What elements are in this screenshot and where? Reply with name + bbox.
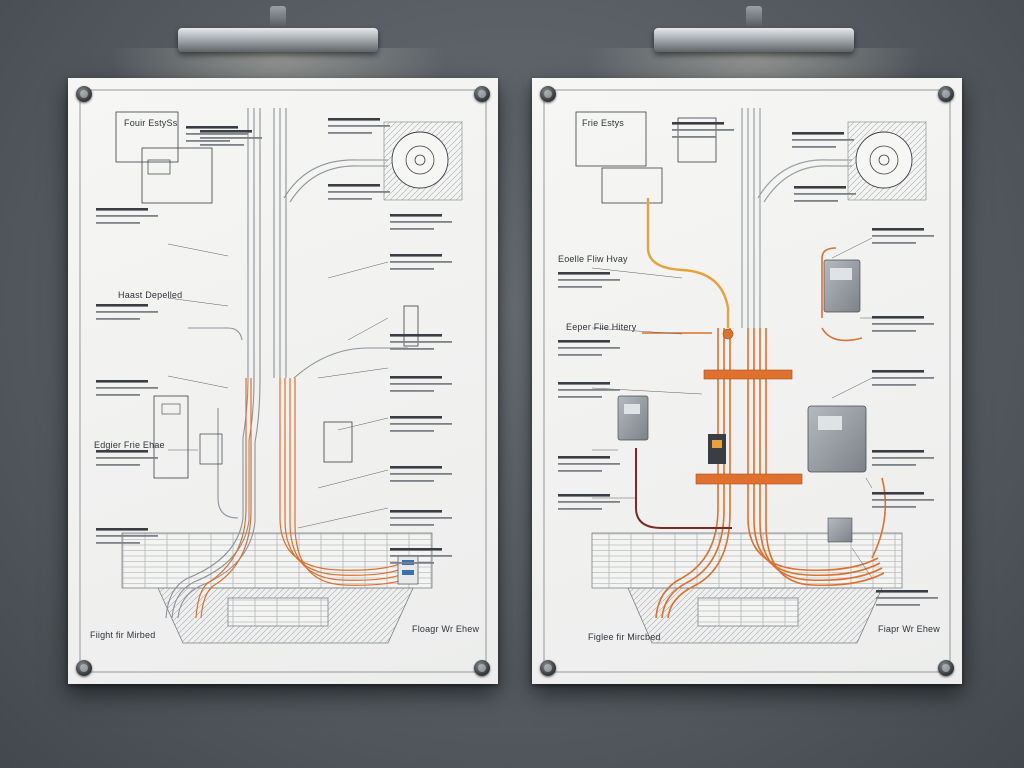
- diagram-label: Edgier Frie Ehae: [94, 440, 165, 450]
- screw: [938, 86, 954, 102]
- illegible-annotation: [672, 122, 734, 138]
- illegible-annotation: [872, 228, 934, 244]
- illegible-annotation: [872, 316, 934, 332]
- illegible-annotation: [390, 510, 452, 526]
- illegible-annotation: [96, 380, 158, 396]
- title-box-label: Fouir EstySs: [124, 118, 178, 128]
- diagram-label: Fiapr Wr Ehew: [878, 624, 940, 634]
- illegible-annotation: [794, 186, 856, 202]
- screw: [938, 660, 954, 676]
- blueprint-panel-realistic: Frie Estys Figlee fir Mircbed Fiapr Wr E…: [532, 78, 962, 684]
- illegible-annotation: [390, 214, 452, 230]
- illegible-annotation: [96, 528, 158, 544]
- blueprint-panel-line-drawing: Fouir EstySs Fiight fir Mirbed Haast Dep…: [68, 78, 498, 684]
- picture-lamp-right: [654, 6, 854, 56]
- illegible-annotation: [792, 132, 854, 148]
- illegible-annotation: [328, 118, 390, 134]
- screw: [540, 86, 556, 102]
- illegible-annotation: [96, 304, 158, 320]
- screw: [76, 86, 92, 102]
- illegible-annotation: [96, 450, 158, 466]
- illegible-annotation: [390, 334, 452, 350]
- illegible-annotation: [558, 494, 620, 510]
- illegible-annotation: [186, 126, 248, 142]
- title-box-label: Frie Estys: [582, 118, 625, 128]
- illegible-annotation: [558, 272, 620, 288]
- illegible-annotation: [558, 340, 620, 356]
- illegible-annotation: [328, 184, 390, 200]
- illegible-annotation: [390, 376, 452, 392]
- screw: [76, 660, 92, 676]
- picture-lamp-left: [178, 6, 378, 56]
- screw: [474, 660, 490, 676]
- screw: [540, 660, 556, 676]
- illegible-annotation: [390, 548, 452, 564]
- wiring-diagram-rendered: [543, 89, 951, 673]
- diagram-label: Eoelle Fliw Hvay: [558, 254, 628, 264]
- diagram-label: Floagr Wr Ehew: [412, 624, 480, 634]
- illegible-annotation: [558, 382, 620, 398]
- illegible-annotation: [390, 416, 452, 432]
- illegible-annotation: [872, 370, 934, 386]
- illegible-annotation: [872, 450, 934, 466]
- illegible-annotation: [200, 130, 262, 146]
- diagram-label: Fiight fir Mirbed: [90, 630, 156, 640]
- illegible-annotation: [390, 466, 452, 482]
- illegible-annotation: [872, 492, 934, 508]
- wiring-diagram-line-art: [79, 89, 487, 673]
- diagram-label: Eeper Fiie Hitery: [566, 322, 637, 332]
- illegible-annotation: [390, 254, 452, 270]
- screw: [474, 86, 490, 102]
- diagram-label: Haast Depelled: [118, 290, 183, 300]
- illegible-annotation: [876, 590, 938, 606]
- illegible-annotation: [96, 208, 158, 224]
- diagram-label: Figlee fir Mircbed: [588, 632, 661, 642]
- illegible-annotation: [558, 456, 620, 472]
